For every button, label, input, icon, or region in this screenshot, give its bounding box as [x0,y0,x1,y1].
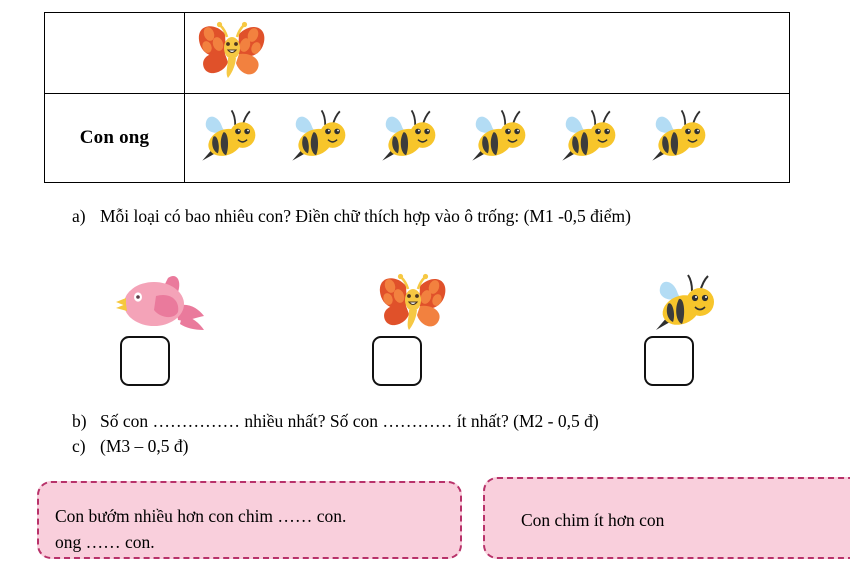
question-b-marker: b) [72,411,87,431]
question-a-text: Mỗi loại có bao nhiêu con? Điền chữ thíc… [100,206,631,226]
row-icons-bee [184,93,790,183]
bee-icon [195,107,259,170]
answer-box-bee[interactable] [644,336,694,386]
bee-icon [285,107,349,170]
answer-slot-bee [634,272,764,386]
question-b-text: Số con …………… nhiều nhất? Số con ………… ít … [100,411,599,431]
pink-statement-box-left[interactable]: Con bướm nhiều hơn con chim …… con. ong … [37,481,462,559]
row-icons-butterfly [184,12,790,94]
butterfly-icon [362,272,492,334]
pink-right-line-1: Con chim ít hơn con [521,510,665,530]
pink-left-line-2: ong …… con. [55,532,155,553]
question-a: a) Mỗi loại có bao nhiêu con? Điền chữ t… [72,205,772,229]
bee-icon [555,107,619,170]
bee-icon [465,107,529,170]
question-c-text: (M3 – 0,5 đ) [100,436,189,456]
question-b: b) Số con …………… nhiều nhất? Số con ………… … [72,410,812,434]
row-label-butterfly [44,12,185,94]
table-row: Con ong [44,93,790,183]
question-c-marker: c) [72,436,86,456]
question-a-marker: a) [72,206,86,226]
table-row [44,12,790,94]
answer-slot-bird [110,272,240,386]
pink-left-line-1: Con bướm nhiều hơn con chim …… con. [55,506,347,526]
row-label-bee: Con ong [44,93,185,183]
answer-box-bird[interactable] [120,336,170,386]
answer-slot-butterfly [362,272,492,386]
creature-count-table: Con ong [44,12,790,183]
bee-icon [645,107,709,170]
bee-icon-strip [185,94,789,182]
butterfly-icon [195,20,269,87]
butterfly-icon-strip [185,13,789,93]
pink-statement-box-right[interactable]: Con chim ít hơn con [483,477,850,559]
bee-icon [375,107,439,170]
bird-icon [110,272,240,334]
bee-icon [634,272,764,334]
question-c: c) (M3 – 0,5 đ) [72,435,812,459]
answer-box-butterfly[interactable] [372,336,422,386]
